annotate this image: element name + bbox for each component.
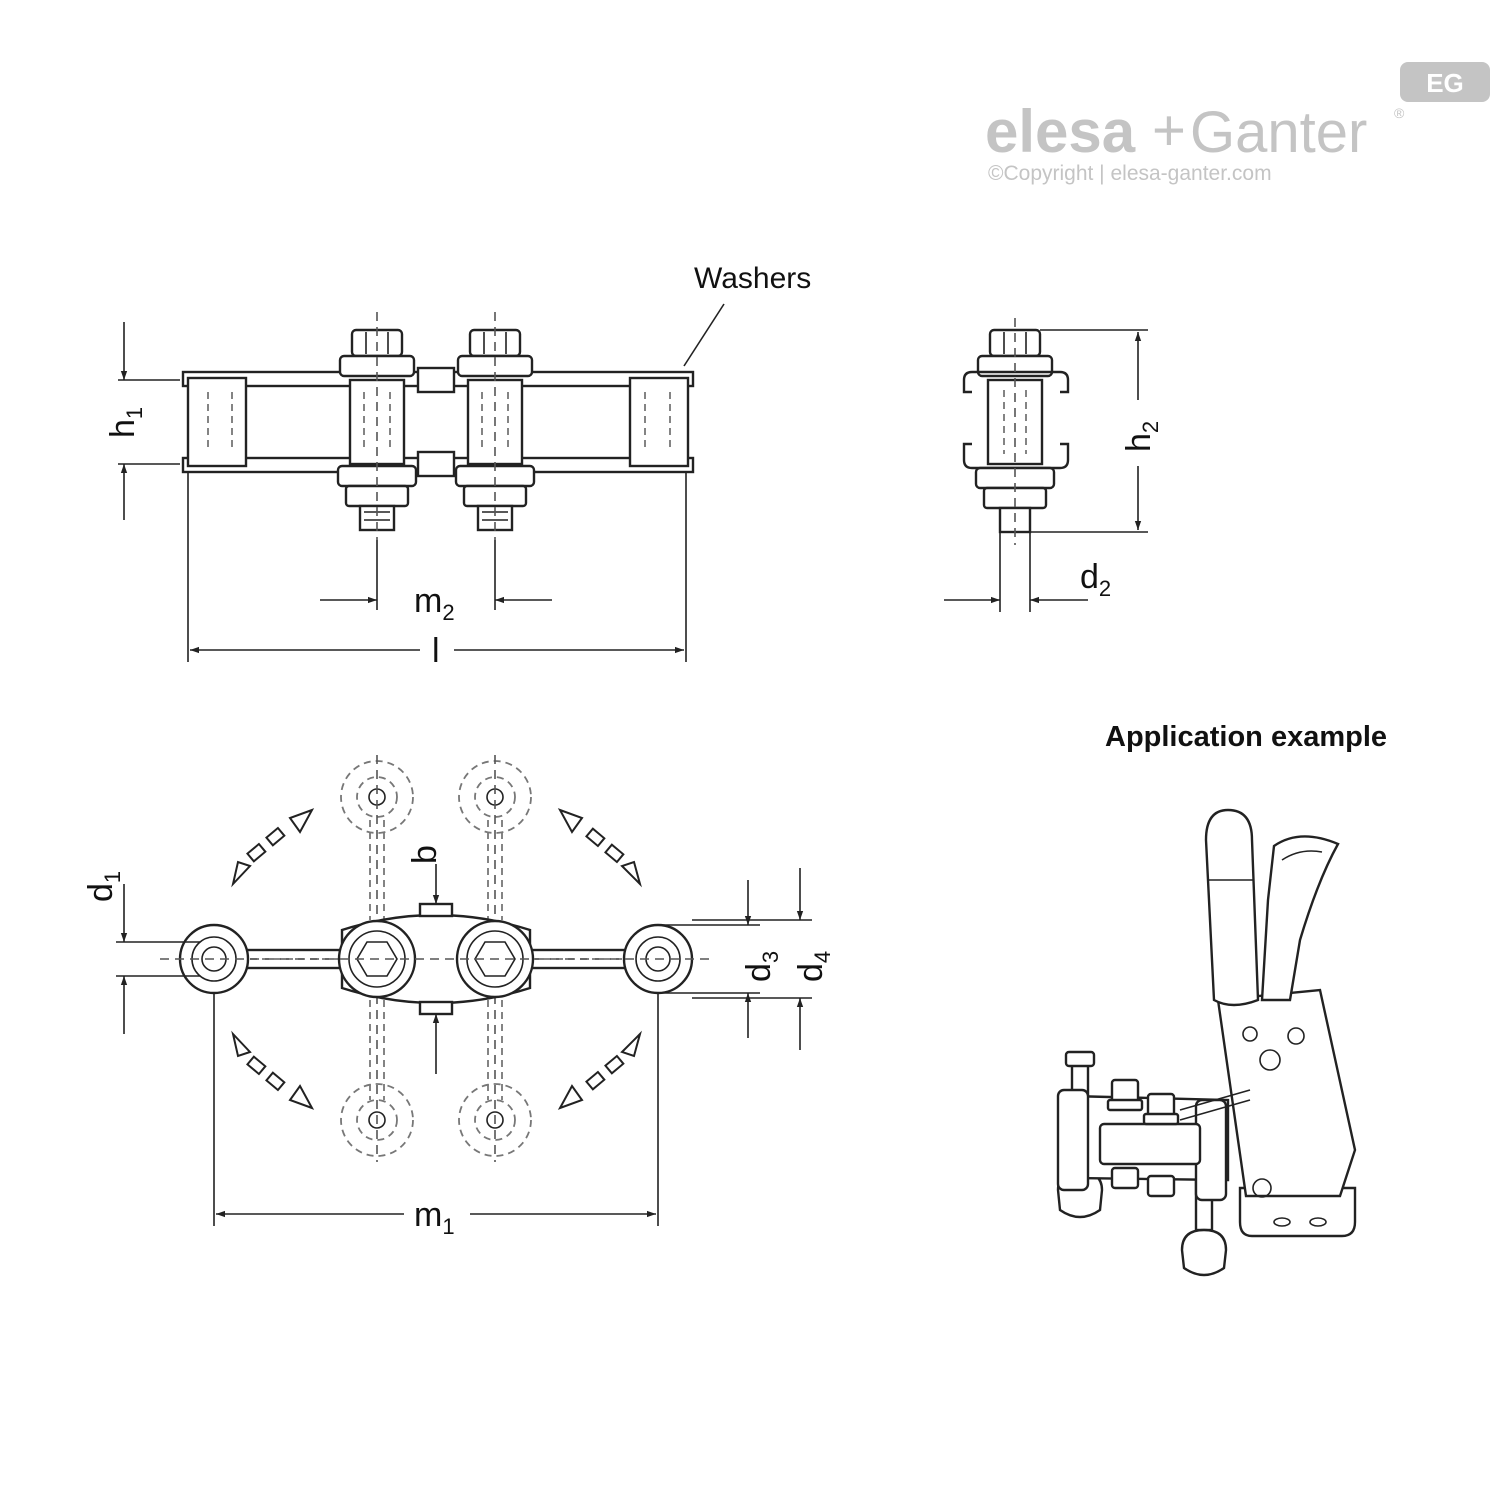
- dim-h2-label: h2: [1120, 421, 1163, 452]
- dim-d3-label: d3: [740, 951, 783, 982]
- dim-m2-label: m2: [414, 582, 455, 625]
- dim-d2-label: d2: [1080, 558, 1111, 601]
- application-example: Application example: [1056, 721, 1387, 1277]
- brand-registered: ®: [1394, 105, 1405, 121]
- brand-plus: +: [1152, 98, 1186, 163]
- brand-badge-box: [1400, 62, 1490, 102]
- dim-m1-label: m1: [414, 1196, 455, 1239]
- front-view-bolt-left: [336, 312, 418, 540]
- side-view: h2 d2: [944, 318, 1163, 612]
- dim-l-label: l: [432, 632, 440, 670]
- washers-label: Washers: [694, 262, 811, 295]
- brand-logo: EG elesa + Ganter ® ©Copyright | elesa-g…: [985, 62, 1490, 185]
- dim-d4-label: d4: [792, 951, 835, 982]
- brand-name-part2: Ganter: [1190, 100, 1367, 165]
- brand-name-part1: elesa: [985, 98, 1136, 165]
- rotation-arrows-upper-left: [231, 808, 315, 888]
- rotation-arrows-lower-left: [231, 1030, 315, 1110]
- top-view: d1 b d3 d4 m1: [82, 755, 835, 1239]
- dim-b-label: b: [406, 845, 444, 864]
- rotation-arrows-upper-right: [557, 808, 642, 888]
- front-view: Washers h1 m2 l: [104, 262, 811, 670]
- dim-d1-label: d1: [82, 871, 125, 902]
- rotation-arrows-lower-right: [557, 1030, 642, 1110]
- front-view-bolt-right: [454, 312, 536, 540]
- dim-h1-label: h1: [104, 407, 147, 438]
- washers-leader-line: [683, 303, 725, 367]
- application-example-title: Application example: [1105, 721, 1387, 753]
- brand-badge: EG: [1426, 68, 1464, 98]
- brand-copyright: ©Copyright | elesa-ganter.com: [988, 162, 1272, 185]
